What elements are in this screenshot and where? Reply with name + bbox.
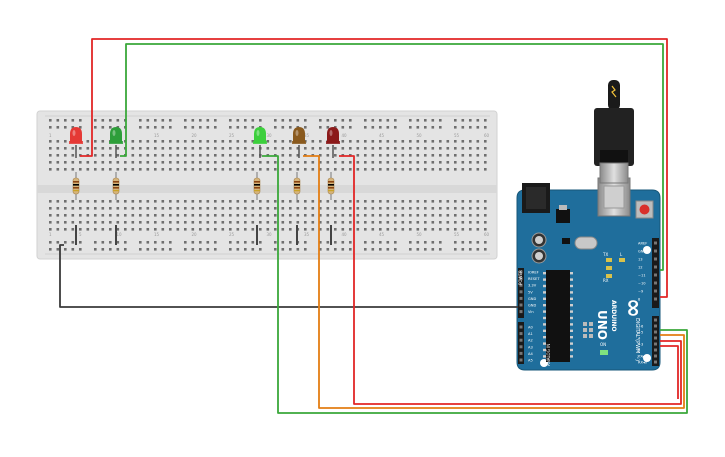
digital-pin-label: 12: [638, 266, 643, 270]
wire-red-led5-to-pin3: [339, 155, 682, 405]
column-label: 40: [342, 232, 348, 237]
digital-pin-label: 7: [638, 319, 640, 323]
column-label: 20: [192, 232, 198, 237]
column-label: 15: [154, 232, 160, 237]
column-label: 1: [49, 232, 52, 237]
breadboard-center-channel: [37, 185, 497, 193]
analog-pin-label: A0: [528, 326, 533, 330]
digital-pin-label: 13: [638, 258, 643, 262]
led-red-2: [326, 127, 340, 144]
power-pin-label: RESET: [528, 277, 540, 281]
l-label: L: [620, 252, 623, 257]
resistor: [253, 172, 261, 200]
column-label: 35: [304, 232, 310, 237]
usb-cable: [594, 80, 634, 184]
arduino-brand: ARDUINO: [610, 300, 617, 331]
analog-pin-label: A3: [528, 345, 533, 349]
resistor: [293, 172, 301, 200]
power-pin-label: 5V: [528, 290, 533, 294]
resistor: [72, 172, 80, 200]
on-label: ON: [600, 342, 606, 347]
atmega-chip: [546, 270, 570, 362]
wire-red-led1-to-pin9: [80, 38, 668, 298]
resistors: [72, 172, 335, 200]
column-label: 25: [229, 133, 235, 138]
column-label: 30: [267, 232, 273, 237]
digital-pin-label: ~6: [638, 325, 644, 329]
resistor: [112, 172, 120, 200]
column-label: 35: [304, 133, 310, 138]
wire-orange-led4-to-pin4: [303, 155, 685, 409]
column-label: 55: [454, 232, 460, 237]
led-green-1: [109, 127, 123, 144]
power-header-label: POWER: [518, 270, 523, 285]
column-label: 55: [454, 133, 460, 138]
column-label: 1: [49, 133, 52, 138]
digital-pin-label: GND: [638, 250, 646, 254]
tx-label: TX: [602, 252, 608, 257]
column-label: 30: [267, 133, 273, 138]
power-pin-label: GND: [528, 297, 536, 301]
analog-header-label: ANALOG IN: [546, 344, 551, 366]
digital-pin-label: ~3: [638, 343, 643, 347]
arduino-model: UNO: [595, 310, 609, 340]
analog-pin-label: A5: [528, 359, 533, 363]
digital-pin-label: 8: [638, 298, 641, 302]
crystal: [574, 236, 598, 250]
resistor: [327, 172, 335, 200]
led-legs: [75, 145, 334, 245]
power-pin-label: Vin: [528, 310, 534, 314]
digital-pin-label: ~11: [638, 274, 646, 278]
digital-header-top[interactable]: [652, 238, 659, 308]
analog-header[interactable]: [518, 322, 524, 364]
column-label: 45: [379, 232, 385, 237]
wire-black-gnd: [59, 244, 518, 308]
power-pin-label: 3.3V: [528, 284, 537, 288]
icsp-header: [583, 322, 593, 338]
wire-red-pin2: [660, 345, 679, 399]
column-label: 60: [484, 133, 490, 138]
digital-pin-label: ~9: [638, 290, 644, 294]
mounting-hole: [643, 354, 651, 362]
column-label: 40: [342, 133, 348, 138]
wire-green-led3-to-pin5: [262, 155, 688, 414]
power-pin-label: IOREF: [528, 271, 539, 275]
column-label: 15: [154, 133, 160, 138]
power-on-led: [600, 350, 608, 355]
digital-header-bottom[interactable]: [652, 316, 659, 366]
digital-pin-label: ~10: [638, 282, 646, 286]
digital-pin-label: ~5: [638, 331, 643, 335]
digital-pin-label: 2: [638, 349, 640, 353]
column-label: 50: [417, 232, 423, 237]
column-label: 10: [117, 232, 123, 237]
led-red-1: [69, 127, 83, 144]
led-green-2: [253, 127, 267, 144]
column-label: 50: [417, 133, 423, 138]
mounting-hole: [643, 246, 651, 254]
leds: [69, 127, 340, 144]
digital-header-label: DIGITAL (PWM ~): [634, 318, 640, 361]
column-label: 5: [79, 232, 82, 237]
digital-pin-label: RX◂0: [638, 361, 648, 365]
digital-pin-label: AREF: [638, 242, 647, 246]
power-pin-label: GND: [528, 304, 536, 308]
rx-label: RX: [603, 278, 609, 283]
column-label: 20: [192, 133, 198, 138]
digital-pin-label: 4: [638, 337, 641, 341]
column-label: 60: [484, 232, 490, 237]
analog-pin-label: A2: [528, 339, 533, 343]
analog-pin-label: A1: [528, 332, 533, 336]
digital-pin-label: TX▸1: [637, 355, 647, 359]
arduino-logo: ∞: [620, 298, 648, 318]
wires: [59, 38, 688, 414]
column-label: 45: [379, 133, 385, 138]
led-amber: [292, 127, 306, 144]
column-label: 25: [229, 232, 235, 237]
breadboard[interactable]: 1155101015152020252530303535404045455050…: [36, 110, 498, 260]
arduino-uno-board[interactable]: ON TX RX L ∞ ARDUINO UNO DIGITAL (PWM ~)…: [516, 177, 661, 371]
analog-pin-label: A4: [528, 352, 533, 356]
wire-green-led2-to-pin13: [120, 43, 664, 271]
